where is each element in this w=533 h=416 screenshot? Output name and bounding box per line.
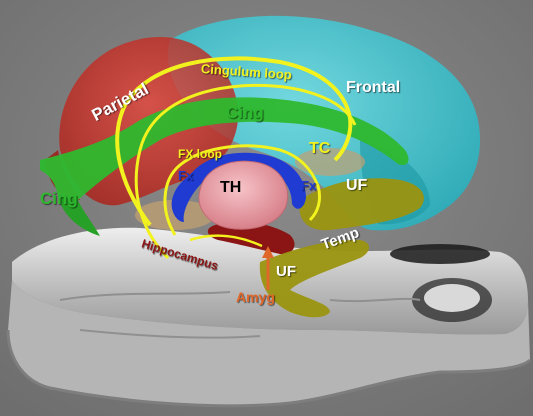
label-amyg: Amyg xyxy=(236,290,275,304)
label-cing-left: Cing xyxy=(40,190,78,207)
label-fx-left: Fx xyxy=(178,169,193,182)
label-fx-loop: FX loop xyxy=(178,148,222,160)
orbit-highlight xyxy=(424,284,480,312)
label-cing-top: Cing xyxy=(226,104,264,121)
label-frontal: Frontal xyxy=(346,80,400,96)
label-tc: TC xyxy=(309,141,330,157)
thalamus-shape xyxy=(199,161,288,229)
label-uf-upper: UF xyxy=(346,178,367,194)
label-th: TH xyxy=(220,180,241,196)
label-fx-right: Fx xyxy=(301,179,316,192)
ventricle-shadow xyxy=(390,244,490,264)
label-uf-lower: UF xyxy=(276,264,296,279)
